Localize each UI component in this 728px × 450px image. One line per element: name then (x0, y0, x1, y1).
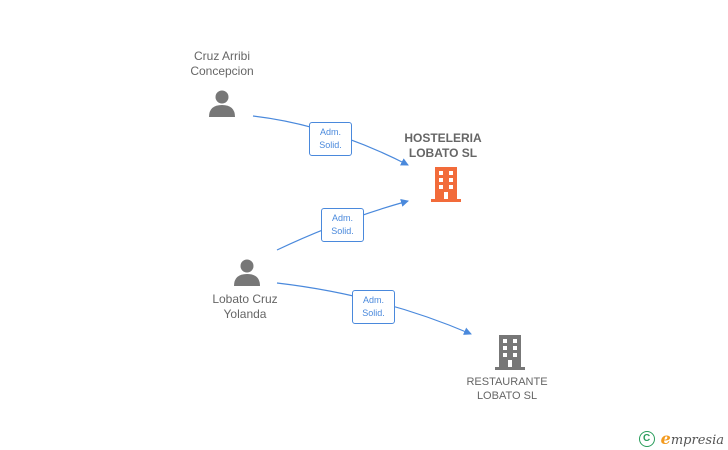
brand-logo-text: empresia (661, 429, 724, 448)
edge-role-line1: Adm. (331, 213, 353, 223)
copyright-icon: C (638, 430, 655, 447)
brand-rest: mpresia (670, 433, 724, 448)
brand-initial: e (660, 429, 671, 448)
company-name-line1: HOSTELERIA (404, 131, 482, 145)
edge-badge-role[interactable]: Adm. Solid. (321, 208, 364, 242)
person-icon[interactable] (232, 257, 262, 287)
company-name-hosteleria[interactable]: HOSTELERIA LOBATO SL (388, 131, 498, 161)
company-name-line1: RESTAURANTE (466, 376, 548, 388)
company-name-line2: LOBATO SL (476, 390, 538, 402)
company-name-restaurante[interactable]: RESTAURANTE LOBATO SL (452, 375, 562, 403)
edge-role-line1: Adm. (319, 127, 341, 137)
edge-role-line2: Solid. (362, 308, 385, 318)
person-name-line2: Concepcion (190, 64, 254, 78)
company-name-line2: LOBATO SL (408, 146, 478, 160)
building-icon[interactable] (430, 166, 462, 202)
edge-badge-role[interactable]: Adm. Solid. (309, 122, 352, 156)
person-name-cruz-arribi[interactable]: Cruz Arribi Concepcion (172, 49, 272, 79)
edge-role-line2: Solid. (319, 140, 342, 150)
edge-role-line2: Solid. (331, 226, 354, 236)
edge-role-line1: Adm. (362, 295, 384, 305)
person-icon[interactable] (207, 88, 237, 118)
edge-badge-role[interactable]: Adm. Solid. (352, 290, 395, 324)
empresia-brand[interactable]: C empresia (638, 429, 724, 448)
building-icon[interactable] (494, 334, 526, 370)
person-name-lobato-cruz[interactable]: Lobato Cruz Yolanda (195, 292, 295, 322)
person-name-line1: Lobato Cruz (212, 292, 278, 306)
person-name-line1: Cruz Arribi (193, 49, 250, 63)
person-name-line2: Yolanda (223, 307, 267, 321)
